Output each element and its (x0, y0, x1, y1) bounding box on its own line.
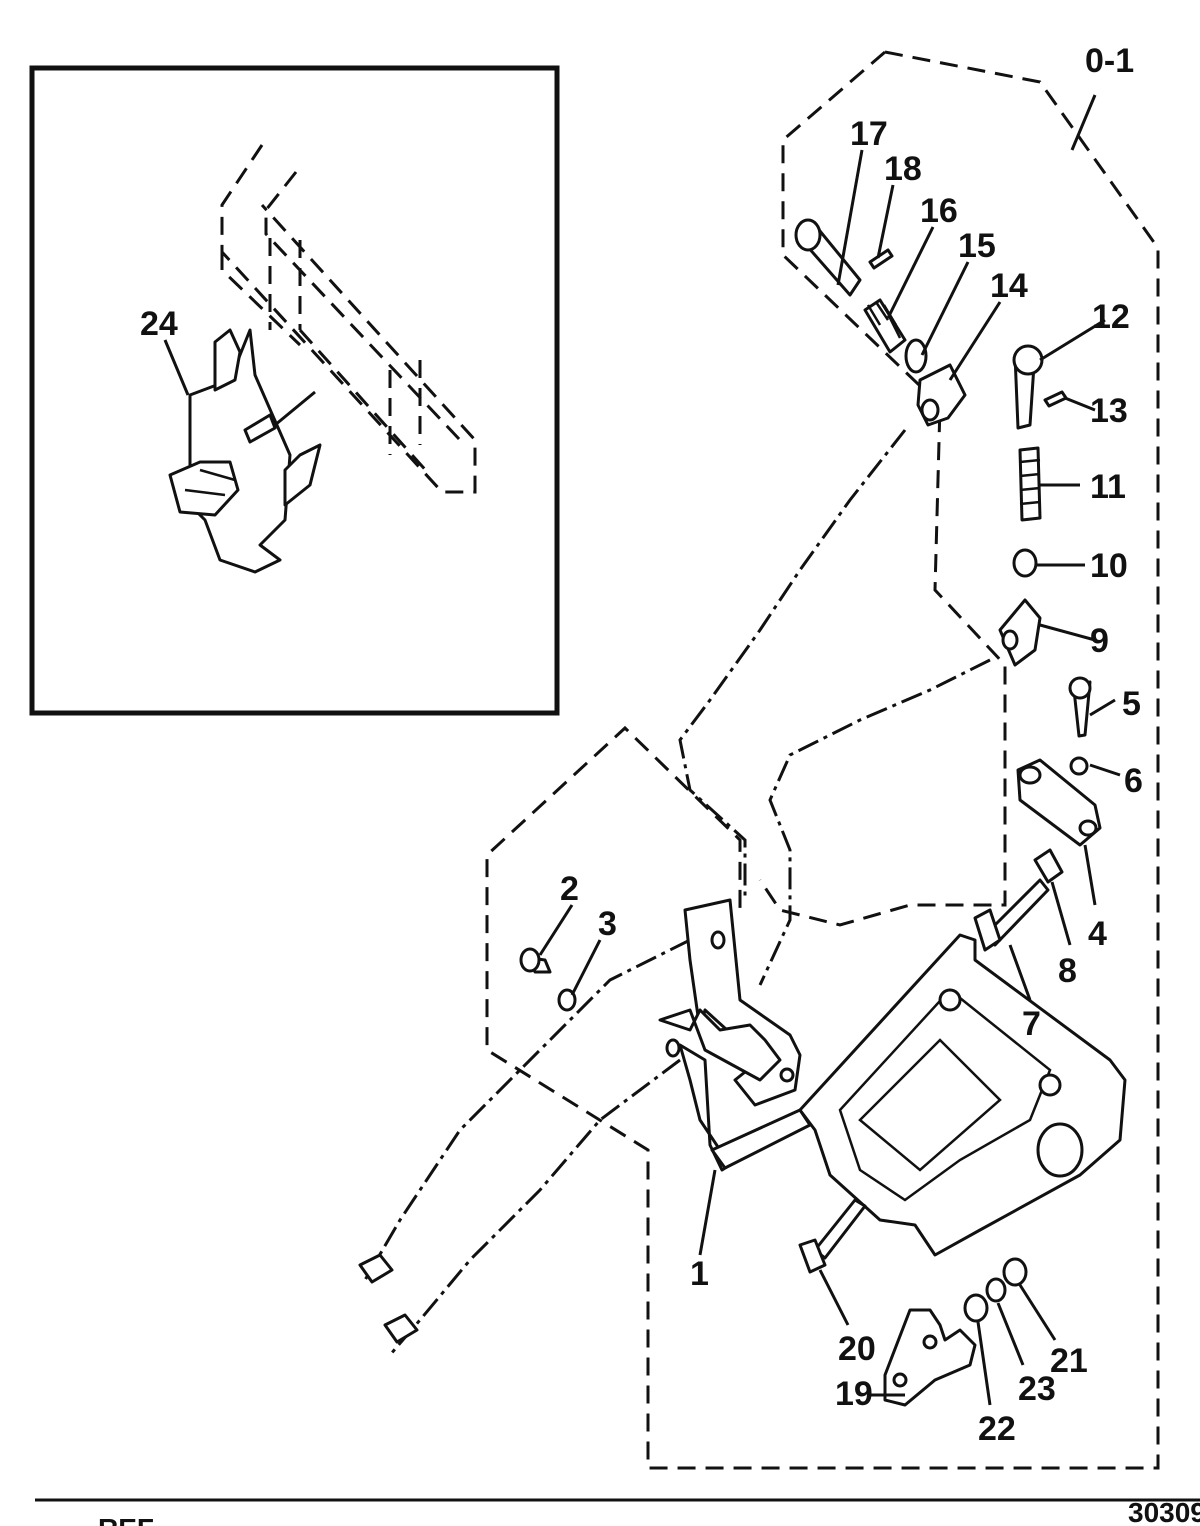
callouts: 0-1 17 18 16 15 14 12 13 11 10 9 5 6 4 8… (140, 42, 1143, 1448)
plate-19 (883, 1308, 977, 1407)
callout-5: 5 (1122, 685, 1141, 723)
callout-21: 21 (1050, 1342, 1088, 1380)
nut-washers-21-23 (963, 1257, 1028, 1323)
bolt-20 (798, 1198, 867, 1274)
lever-parts (1016, 676, 1102, 847)
drawing-number: 30309 (1128, 1497, 1200, 1526)
upper-cable-end-parts (794, 218, 1068, 667)
callout-2: 2 (560, 870, 579, 908)
callout-24: 24 (140, 305, 178, 343)
leader-lines (538, 149, 1121, 1406)
callout-15: 15 (958, 227, 996, 265)
callout-10: 10 (1090, 547, 1128, 585)
footer-ref-partial: REF (98, 1513, 154, 1526)
callout-18: 18 (884, 150, 922, 188)
callout-6: 6 (1124, 762, 1143, 800)
callout-3: 3 (598, 905, 617, 943)
callout-20: 20 (838, 1330, 876, 1368)
callout-17: 17 (850, 115, 888, 153)
callout-assembly: 0-1 (1085, 42, 1134, 80)
inset-frame (29, 65, 560, 716)
callout-14: 14 (990, 267, 1028, 305)
callout-19: 19 (835, 1375, 873, 1413)
bracket-1 (658, 898, 812, 1172)
callout-13: 13 (1090, 392, 1128, 430)
callout-9: 9 (1090, 622, 1109, 660)
callout-1: 1 (690, 1255, 709, 1293)
screw-2-washer-3 (519, 947, 577, 1012)
cables (358, 429, 991, 1356)
bolt-7-nut-8 (973, 848, 1064, 952)
callout-16: 16 (920, 192, 958, 230)
clip-bracket-24 (168, 328, 322, 574)
assembly-boundary (485, 50, 1160, 1470)
callout-11: 11 (1090, 468, 1126, 506)
base-plate (798, 933, 1127, 1257)
callout-23: 23 (1018, 1370, 1056, 1408)
callout-7: 7 (1022, 1005, 1041, 1043)
callout-8: 8 (1058, 952, 1077, 990)
callout-12: 12 (1092, 298, 1130, 336)
inset-detail (29, 65, 560, 716)
callout-4: 4 (1088, 915, 1107, 953)
callout-22: 22 (978, 1410, 1016, 1448)
